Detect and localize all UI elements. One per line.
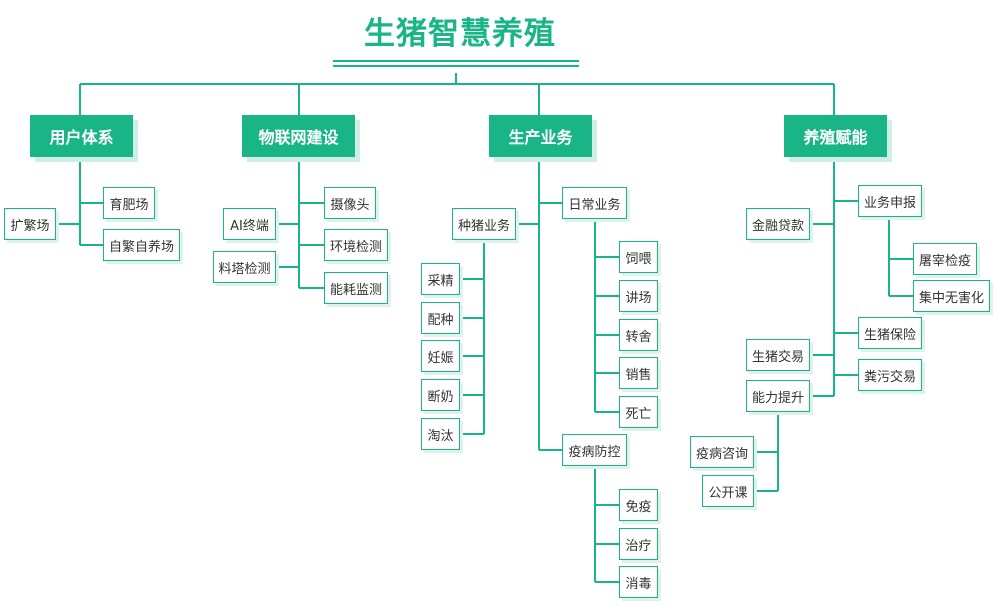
node-manure-trading: 粪污交易 (858, 359, 922, 391)
node-epidemic-control: 疫病防控 (562, 434, 627, 466)
node-business-declaration: 业务申报 (858, 185, 922, 217)
node-treatment: 治疗 (619, 528, 658, 560)
category-user-system: 用户体系 (30, 115, 133, 157)
node-immunization: 免疫 (619, 489, 658, 521)
node-breeding-pig-business: 种猪业务 (452, 208, 516, 240)
node-environment-detection: 环境检测 (324, 229, 388, 261)
node-disinfection: 消毒 (619, 566, 658, 598)
node-energy-monitoring: 能耗监测 (324, 272, 388, 304)
node-transfer-barn: 转舍 (619, 319, 658, 351)
node-open-class: 公开课 (702, 475, 754, 507)
category-iot-construction: 物联网建设 (242, 115, 355, 157)
node-expansion-farm: 扩繁场 (4, 208, 56, 240)
node-sales: 销售 (619, 357, 658, 389)
node-pregnancy: 妊娠 (421, 340, 460, 372)
node-mating: 配种 (421, 302, 460, 334)
node-camera: 摄像头 (324, 187, 376, 219)
node-weaning: 断奶 (421, 379, 460, 411)
category-production-business: 生产业务 (489, 115, 592, 157)
node-capability-improvement: 能力提升 (746, 380, 810, 412)
node-epidemic-consultation: 疫病咨询 (690, 436, 754, 468)
node-fattening-farm: 育肥场 (103, 187, 155, 219)
page-title: 生猪智慧养殖 (364, 16, 556, 52)
node-feeding: 饲喂 (619, 241, 658, 273)
node-semen-collection: 采精 (421, 263, 460, 295)
category-breeding-empowerment: 养殖赋能 (784, 115, 887, 157)
node-feed-tower-detection: 料塔检测 (213, 251, 276, 283)
node-self-breeding-farm: 自繁自养场 (103, 229, 180, 261)
node-pig-trading: 生猪交易 (746, 339, 810, 371)
node-pig-insurance: 生猪保险 (858, 317, 922, 349)
node-death: 死亡 (619, 396, 658, 428)
node-financial-loan: 金融贷款 (746, 208, 810, 240)
node-daily-business: 日常业务 (562, 187, 627, 219)
node-ai-terminal: AI终端 (223, 208, 276, 240)
node-culling: 淘汰 (421, 418, 460, 450)
node-harmless-disposal: 集中无害化 (913, 280, 990, 312)
node-entering-farm: 讲场 (619, 280, 658, 312)
node-slaughter-quarantine: 屠宰检疫 (913, 243, 977, 275)
